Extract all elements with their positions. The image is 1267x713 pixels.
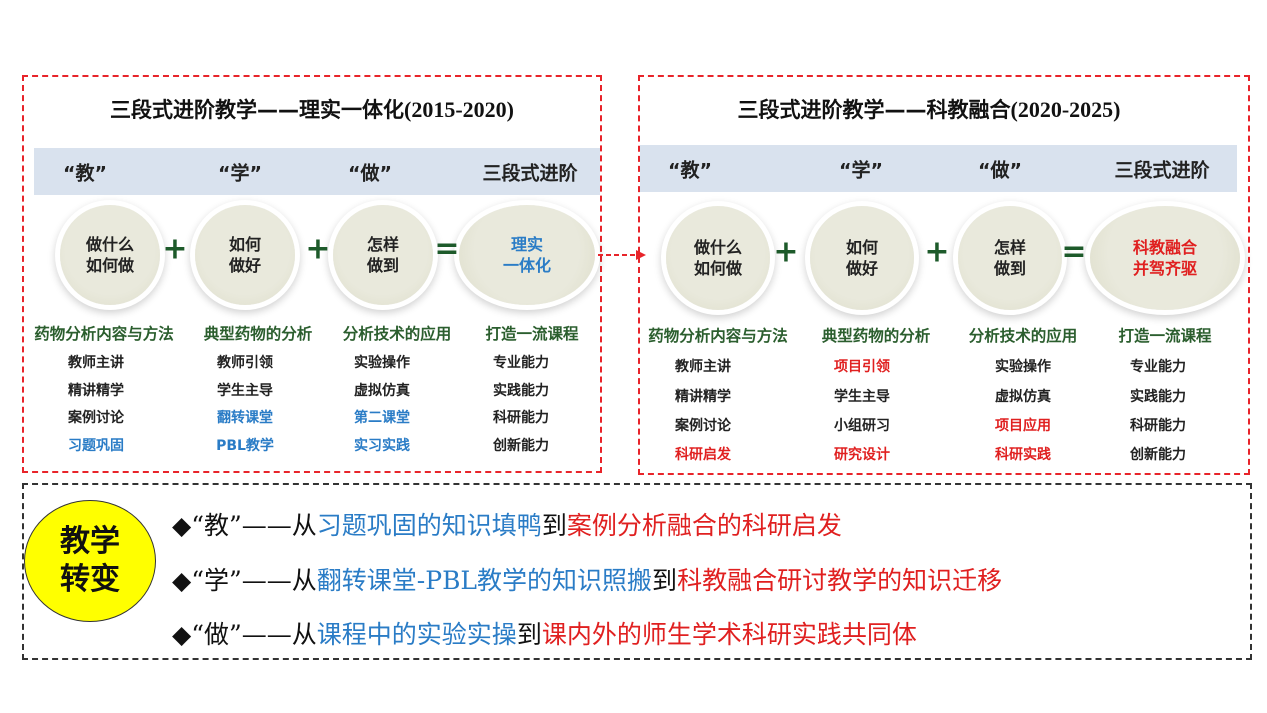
column-item: 习题巩固 <box>68 438 124 454</box>
column-item: 科研能力 <box>493 410 549 426</box>
band-label: “做” <box>348 162 392 185</box>
summary-box <box>22 483 1252 660</box>
band-label: “做” <box>978 159 1022 182</box>
column-item: 科研能力 <box>1130 418 1186 434</box>
right-header-band <box>640 145 1237 192</box>
column-item: 教师引领 <box>217 355 273 371</box>
from-text: 课程中的实验实操 <box>316 620 517 649</box>
column-item: 专业能力 <box>493 355 549 371</box>
arrow-right-icon <box>598 250 646 260</box>
column-item: 科研启发 <box>675 447 731 463</box>
column-item: 研究设计 <box>834 447 890 463</box>
column-item: 实验操作 <box>995 359 1051 375</box>
column-item: 虚拟仿真 <box>354 383 410 399</box>
band-label: “学” <box>839 159 883 182</box>
column-item: 专业能力 <box>1130 359 1186 375</box>
line-prefix: “教”——从 <box>191 511 317 540</box>
column-heading: 典型药物的分析 <box>821 327 931 345</box>
column-item: 科研实践 <box>995 447 1051 463</box>
column-item: 小组研习 <box>834 418 890 434</box>
column-item: 学生主导 <box>217 383 273 399</box>
title-text: 三段式进阶教学——理实一体化 <box>110 98 405 122</box>
diamond-bullet-icon: ◆ <box>172 511 192 540</box>
to-text: 案例分析融合的科研启发 <box>566 511 842 540</box>
column-item: PBL教学 <box>216 438 274 454</box>
right-title: 三段式进阶教学——科教融合(2020-2025) <box>738 94 1121 124</box>
plus-sign: + <box>924 234 950 270</box>
concept-circle: 做什么 如何做 <box>666 206 770 310</box>
concept-circle: 理实 一体化 <box>459 205 595 305</box>
right-panel <box>638 75 1250 475</box>
to-text: 课内外的师生学术科研实践共同体 <box>541 620 917 649</box>
column-item: 案例讨论 <box>675 418 731 434</box>
concept-circle: 如何 做好 <box>810 206 914 310</box>
band-label: 三段式进阶 <box>482 162 578 185</box>
column-heading: 典型药物的分析 <box>203 325 313 343</box>
column-item: 翻转课堂 <box>217 410 273 426</box>
column-item: 精讲精学 <box>68 383 124 399</box>
band-label: “教” <box>668 159 712 182</box>
badge-line: 教学 <box>60 524 120 559</box>
equals-sign: = <box>434 231 460 267</box>
teaching-change-badge: 教学转变 <box>24 500 156 622</box>
column-heading: 打造一流课程 <box>485 325 579 343</box>
title-years: (2015-2020) <box>404 97 514 122</box>
column-heading: 分析技术的应用 <box>342 325 452 343</box>
line-prefix: “学”——从 <box>191 566 317 595</box>
column-item: 实验操作 <box>354 355 410 371</box>
column-item: 精讲精学 <box>675 389 731 405</box>
column-item: 项目应用 <box>995 418 1051 434</box>
title-text: 三段式进阶教学——科教融合 <box>737 98 1011 122</box>
from-text: 习题巩固的知识填鸭 <box>316 511 542 540</box>
column-item: 实践能力 <box>1130 389 1186 405</box>
band-label: “学” <box>218 162 262 185</box>
summary-line: ◆“教”——从习题巩固的知识填鸭到案例分析融合的科研启发 <box>172 506 842 542</box>
band-label: “教” <box>63 162 107 185</box>
plus-sign: + <box>162 231 188 267</box>
band-label: 三段式进阶 <box>1114 159 1210 182</box>
line-prefix: “做”——从 <box>191 620 317 649</box>
column-item: 项目引领 <box>834 359 890 375</box>
left-title: 三段式进阶教学——理实一体化(2015-2020) <box>110 94 514 124</box>
column-item: 虚拟仿真 <box>995 389 1051 405</box>
column-item: 教师主讲 <box>675 359 731 375</box>
column-item: 教师主讲 <box>68 355 124 371</box>
column-item: 第二课堂 <box>354 410 410 426</box>
diamond-bullet-icon: ◆ <box>172 620 192 649</box>
left-panel <box>22 75 602 473</box>
left-header-band <box>34 148 600 195</box>
concept-circle: 如何 做好 <box>195 205 295 305</box>
concept-circle: 科教融合 并驾齐驱 <box>1090 206 1240 310</box>
equals-sign: = <box>1061 234 1087 270</box>
concept-circle: 做什么 如何做 <box>60 205 160 305</box>
column-item: 学生主导 <box>834 389 890 405</box>
column-item: 创新能力 <box>1130 447 1186 463</box>
concept-circle: 怎样 做到 <box>333 205 433 305</box>
concept-circle: 怎样 做到 <box>958 206 1062 310</box>
to-word: 到 <box>541 511 567 540</box>
diamond-bullet-icon: ◆ <box>172 566 192 595</box>
column-item: 案例讨论 <box>68 410 124 426</box>
summary-line: ◆“学”——从翻转课堂-PBL教学的知识照搬到科教融合研讨教学的知识迁移 <box>172 561 1002 597</box>
plus-sign: + <box>773 234 799 270</box>
badge-line: 转变 <box>60 562 120 597</box>
plus-sign: + <box>305 231 331 267</box>
to-word: 到 <box>652 566 678 595</box>
title-years: (2020-2025) <box>1010 97 1121 122</box>
from-text: 翻转课堂-PBL教学的知识照搬 <box>316 566 653 595</box>
to-text: 科教融合研讨教学的知识迁移 <box>677 566 1003 595</box>
summary-line: ◆“做”——从课程中的实验实操到课内外的师生学术科研实践共同体 <box>172 615 917 651</box>
column-heading: 分析技术的应用 <box>968 327 1078 345</box>
column-heading: 打造一流课程 <box>1118 327 1212 345</box>
column-heading: 药物分析内容与方法 <box>648 327 788 345</box>
column-item: 实习实践 <box>354 438 410 454</box>
to-word: 到 <box>516 620 542 649</box>
column-item: 实践能力 <box>493 383 549 399</box>
column-item: 创新能力 <box>493 438 549 454</box>
column-heading: 药物分析内容与方法 <box>34 325 174 343</box>
